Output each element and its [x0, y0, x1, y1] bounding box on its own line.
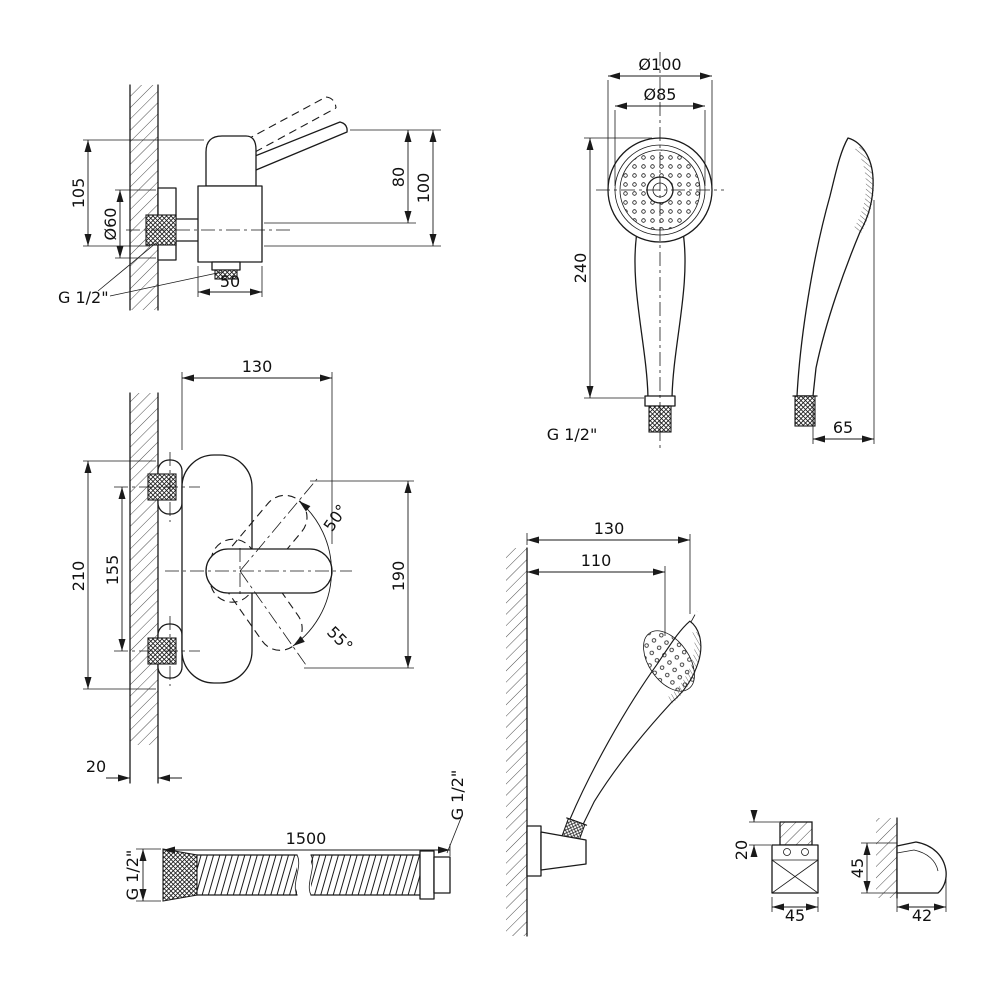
dim-inlet-centers-label: 155 [103, 555, 122, 586]
bracket-wedge [896, 841, 947, 894]
dim-handshower-thread-label: G 1/2" [547, 425, 598, 444]
mixer-side-view: 105 Ø60 G 1/2" 50 80 100 [58, 84, 441, 311]
mixer-lever [249, 121, 348, 171]
dim-mixer-thread-label: G 1/2" [58, 288, 109, 307]
wall-hatch [130, 393, 158, 745]
bracket-side-view: 45 42 [848, 817, 947, 925]
wall-hatch [876, 818, 897, 898]
hose-fitting-right [419, 850, 435, 900]
mixer-upper-body [205, 135, 257, 187]
dim-lever-height-label: 80 [389, 167, 408, 187]
lever-ghost [245, 96, 327, 141]
handshower-side-view: 65 [792, 137, 875, 444]
dim-head-depth-label: 65 [833, 418, 853, 437]
holder-cup [540, 831, 587, 871]
bracket-front-view: 20 45 [732, 810, 819, 925]
dim-angle-down-label: 55° [323, 622, 356, 655]
dim-bracket-width-label: 45 [785, 906, 805, 925]
spray-face-angled [643, 630, 695, 692]
dim-hose-thread-left-label: G 1/2" [123, 850, 142, 901]
mixer-body [197, 185, 263, 263]
outlet-thread [214, 269, 238, 280]
dim-hose-length-label: 1500 [286, 829, 327, 848]
hose-view: 1500 G 1/2" G 1/2" [123, 770, 467, 902]
dim-wall-thickness-label: 20 [86, 757, 106, 776]
dim-flange-diameter-label: Ø60 [101, 208, 120, 241]
dim-overall-height-label: 210 [69, 561, 88, 592]
wall-hatch [130, 85, 158, 310]
dim-bracket-tab-label: 20 [732, 840, 751, 860]
bracket-plate [771, 844, 819, 894]
mixer-front-view: 130 210 155 190 50° 55° 20 [69, 357, 414, 784]
dim-handshower-length-label: 240 [571, 253, 590, 284]
dim-reach-overall-label: 130 [594, 519, 625, 538]
wall-hatch [506, 548, 527, 936]
dim-total-height-label: 100 [414, 173, 433, 204]
hose-fitting-left [162, 848, 198, 902]
dim-bracket-depth-label: 42 [912, 906, 932, 925]
dim-mixer-width-label: 130 [242, 357, 273, 376]
dim-reach-label: 110 [581, 551, 612, 570]
holder-view: 130 110 [506, 519, 712, 937]
dim-hose-thread-right-label: G 1/2" [448, 770, 467, 821]
dim-face-diameter-label: Ø85 [644, 85, 677, 104]
handshower-front-view: Ø100 Ø85 240 G 1/2" [547, 52, 724, 448]
dim-bracket-height-label: 45 [848, 858, 867, 878]
dim-outer-diameter-label: Ø100 [638, 55, 681, 74]
dim-angle-up-label: 50° [320, 501, 352, 535]
dim-body-width-label: 50 [220, 272, 240, 291]
lever-ghost-up [209, 494, 308, 603]
dim-mixer-height-label: 105 [69, 178, 88, 209]
holder-back-plate [526, 825, 542, 877]
dim-lever-sweep-label: 190 [389, 561, 408, 592]
